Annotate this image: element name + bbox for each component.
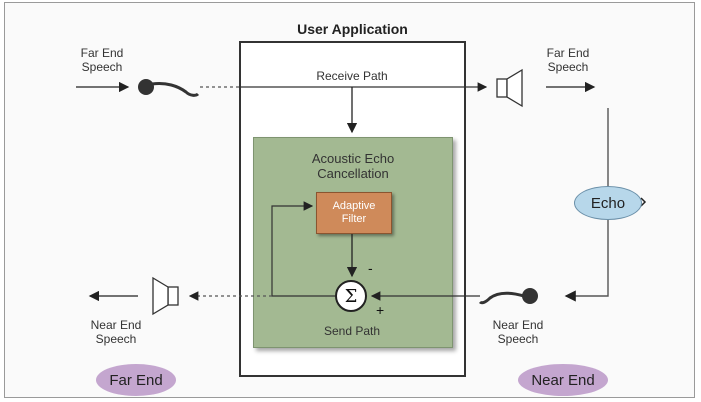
far-end-ellipse: Far End [96,364,176,396]
send-path-label: Send Path [323,324,381,338]
aec-label: Acoustic Echo Cancellation [311,151,395,181]
feedback-loop-line [271,201,335,297]
echo-ellipse: Echo [574,186,642,220]
near-end-microphone-icon [478,288,538,305]
near-end-ellipse: Near End [518,364,608,396]
near-end-speaker-icon [152,276,179,316]
near-end-speech-input-label: Near End Speech [492,318,544,346]
echo-path-line [564,108,609,302]
far-end-speaker-icon [496,68,523,108]
near-end-speech-output-label: Near End Speech [90,318,142,346]
far-end-microphone-icon [138,79,200,97]
far-end-speech-input-label: Far End Speech [80,46,124,74]
far-end-speech-output-label: Far End Speech [546,46,590,74]
receive-path-label: Receive Path [316,69,388,83]
plus-sign: + [376,302,385,318]
adaptive-filter-box: Adaptive Filter [316,192,392,234]
summation-node: Σ [335,280,367,312]
echo-arrow-tip [640,197,647,207]
user-application-title: User Application [297,21,408,37]
acoustic-echo-cancellation-box [253,137,453,348]
minus-sign: - [368,260,373,276]
